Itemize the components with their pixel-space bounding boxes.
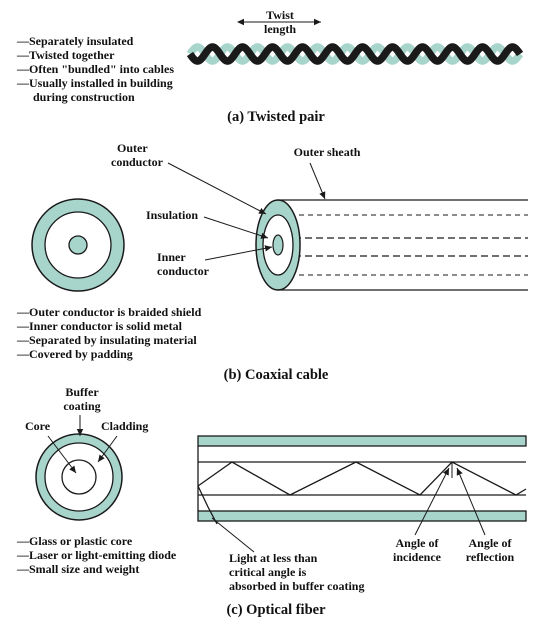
tp-bullet-2: —Twisted together — [16, 48, 115, 62]
core-leader — [47, 435, 77, 474]
tp-bullet-1: —Separately insulated — [16, 34, 134, 48]
optical-section: Buffer coating Core Cladding —Glass or p… — [16, 385, 527, 618]
insulation-label: Insulation — [146, 208, 198, 222]
coax-bullet-2: —Inner conductor is solid metal — [16, 319, 183, 333]
coax-bullet-3: —Separated by insulating material — [16, 333, 197, 347]
outer-sheath-leader — [309, 162, 326, 200]
coaxial-section: Outer conductor Outer sheath Insulation … — [16, 141, 528, 383]
fiber-buffer-bottom — [197, 510, 527, 522]
insulation-leader — [203, 216, 269, 239]
core-label: Core — [25, 419, 51, 433]
fiber-bullet-3: —Small size and weight — [16, 562, 139, 576]
coax-bullet-4: —Covered by padding — [16, 347, 133, 361]
tp-bullet-3: —Often "bundled" into cables — [16, 62, 174, 76]
twist-length-label-line2: length — [264, 22, 296, 36]
inner-conductor-label-2: conductor — [157, 264, 210, 278]
light-note-leader — [211, 517, 255, 553]
fiber-core-disk — [61, 459, 97, 495]
coax-side-view — [255, 199, 528, 291]
buffer-coating-label-2: coating — [63, 399, 100, 413]
optical-fiber-caption: (c) Optical fiber — [226, 602, 326, 618]
fiber-side-view — [197, 435, 527, 525]
coax-end-inner-conductor — [272, 234, 284, 256]
coax-bullet-1: —Outer conductor is braided shield — [16, 305, 202, 319]
twisted-pair-wire-dark — [186, 43, 524, 65]
angle-incidence-leader — [414, 467, 450, 536]
outer-conductor-label-2: conductor — [111, 155, 164, 169]
buffer-coating-label-1: Buffer — [65, 385, 99, 399]
light-note-1: Light at less than — [229, 551, 318, 565]
coax-inner-conductor — [68, 235, 88, 255]
twisted-pair-section: Twist length —Separately insulated —Twis… — [16, 8, 524, 125]
light-note-3: absorbed in buffer coating — [229, 579, 364, 593]
twist-length-label-line1: Twist — [266, 8, 294, 22]
fiber-bullet-2: —Laser or light-emitting diode — [16, 548, 177, 562]
coaxial-caption: (b) Coaxial cable — [224, 367, 329, 383]
light-ray-path — [197, 461, 527, 496]
inner-conductor-label-1: Inner — [157, 250, 186, 264]
angle-reflection-leader — [456, 467, 486, 536]
cladding-leader — [97, 435, 118, 463]
tp-bullet-4-cont: during construction — [33, 90, 135, 104]
outer-conductor-leader — [167, 162, 267, 215]
light-note-2: critical angle is — [229, 565, 307, 579]
tp-bullet-4: —Usually installed in building — [16, 76, 173, 90]
outer-sheath-label: Outer sheath — [294, 145, 361, 159]
coax-cross-section — [31, 198, 125, 292]
absorbed-ray — [197, 485, 218, 525]
angle-reflection-label-1: Angle of — [469, 536, 513, 550]
angle-incidence-label-2: incidence — [393, 550, 442, 564]
angle-incidence-label-1: Angle of — [396, 536, 440, 550]
inner-conductor-leader — [204, 245, 273, 261]
cladding-label: Cladding — [101, 419, 148, 433]
twisted-pair-cable — [186, 43, 524, 65]
fiber-buffer-top — [197, 435, 527, 447]
twisted-pair-caption: (a) Twisted pair — [227, 109, 325, 125]
angle-reflection-label-2: reflection — [466, 550, 515, 564]
fiber-bullet-1: —Glass or plastic core — [16, 534, 133, 548]
outer-conductor-label-1: Outer — [117, 141, 148, 155]
